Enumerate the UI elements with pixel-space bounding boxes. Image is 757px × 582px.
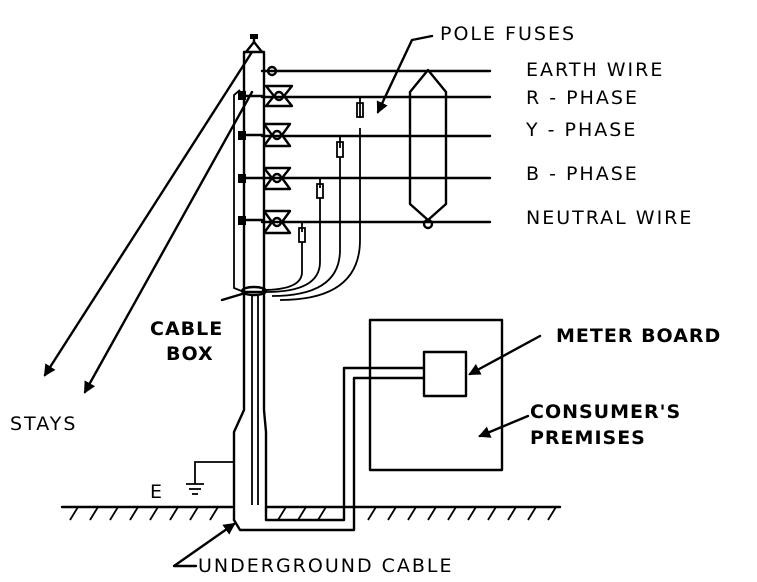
- label-earth: E: [150, 481, 164, 503]
- pole-fuse-y: [336, 141, 344, 158]
- label-stays: STAYS: [10, 413, 77, 435]
- insulator-r: [238, 84, 294, 108]
- service-leads: [261, 97, 364, 301]
- stay-wire-outer: [43, 50, 254, 377]
- overhead-wires: [260, 69, 492, 224]
- line-spacer: [408, 68, 448, 230]
- insulator-y: [238, 122, 292, 148]
- pole-fuse-b: [316, 183, 324, 199]
- pole: [242, 34, 266, 294]
- pole-fuse-r: [356, 102, 364, 118]
- earth-connection: [186, 461, 234, 495]
- underground-run: [232, 366, 426, 532]
- label-b-phase: B - PHASE: [526, 163, 639, 185]
- cable-riser: [232, 290, 268, 522]
- label-r-phase: R - PHASE: [526, 87, 639, 109]
- label-pole-fuses: POLE FUSES: [440, 23, 576, 45]
- label-cable-box-line1: CABLE: [150, 318, 223, 340]
- label-earth-wire: EARTH WIRE: [526, 59, 664, 81]
- insulator-earth: [266, 65, 278, 77]
- insulator-n: [238, 209, 292, 235]
- label-meter-board: METER BOARD: [556, 325, 721, 347]
- stay-wire-inner: [83, 90, 254, 394]
- pole-fuse-n: [298, 227, 306, 243]
- label-consumers-line1: CONSUMER'S: [530, 401, 681, 423]
- label-consumers-line2: PREMISES: [530, 427, 646, 449]
- label-y-phase: Y - PHASE: [525, 119, 637, 141]
- meter-board-box: [422, 350, 468, 398]
- labels: POLE FUSES EARTH WIRE R - PHASE Y - PHAS…: [10, 23, 721, 577]
- earth-bond-wire: [233, 89, 245, 293]
- consumer-premises: [368, 318, 504, 472]
- insulator-b: [238, 166, 292, 191]
- insulators: [238, 65, 294, 235]
- label-neutral-wire: NEUTRAL WIRE: [526, 207, 693, 229]
- label-cable-box-line2: BOX: [166, 343, 214, 365]
- cable-box: [240, 285, 268, 297]
- stay-wires: [43, 50, 254, 394]
- label-underground-cable: UNDERGROUND CABLE: [198, 555, 454, 577]
- ground-line: [60, 505, 562, 521]
- pointer-lines: [172, 34, 542, 568]
